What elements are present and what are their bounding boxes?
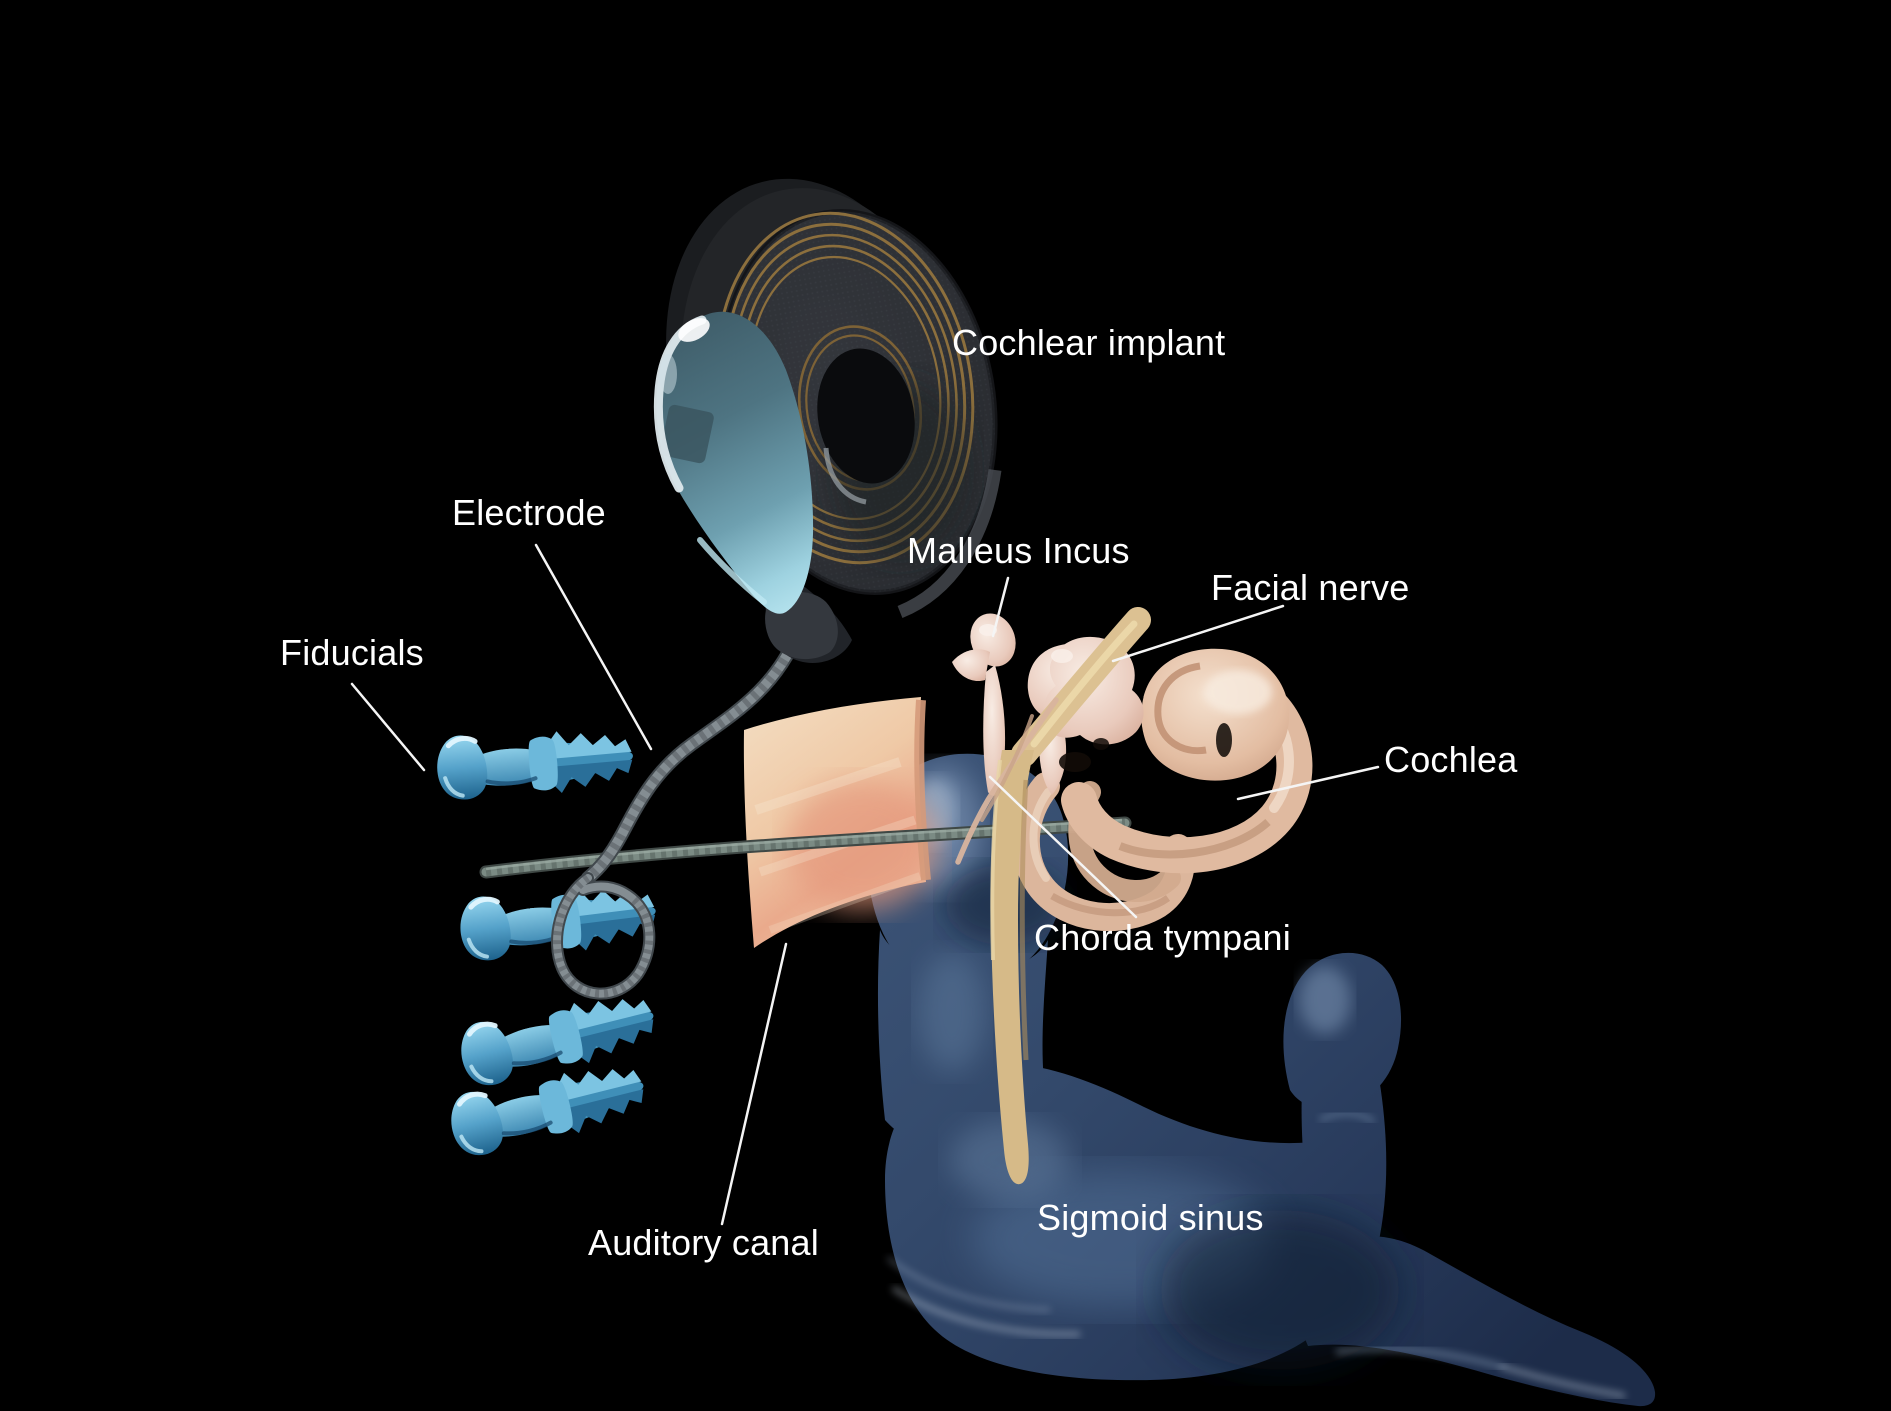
cochlear-implant-device [653, 178, 1002, 663]
implant-receiver [653, 311, 814, 614]
label-facial-nerve: Facial nerve [1211, 567, 1410, 608]
cochlea-leader-line [1236, 765, 1380, 801]
cochlea-structure [1011, 648, 1313, 932]
label-auditory-canal: Auditory canal [588, 1222, 819, 1263]
electrode-cable [479, 623, 1132, 1000]
label-sigmoid-sinus: Sigmoid sinus [1037, 1197, 1264, 1238]
fiducials-leader-line [350, 682, 426, 772]
label-cochlea: Cochlea [1384, 739, 1518, 780]
label-chorda-tympani: Chorda tympani [1034, 917, 1291, 958]
chorda-tympani-structure [955, 697, 1059, 865]
facial-nerve-leader-line [1111, 604, 1285, 663]
implant-magnet-hole [817, 348, 915, 484]
leader-lines [350, 543, 1380, 1226]
fiducial-screws [434, 721, 660, 1163]
label-malleus-incus: Malleus Incus [907, 530, 1130, 571]
chorda-tympani-leader-line [988, 775, 1138, 919]
fiducial-screw-1 [434, 721, 635, 804]
label-electrode: Electrode [452, 492, 606, 533]
implant-coil [715, 208, 1002, 619]
malleus-incus-leader-line [991, 576, 1010, 638]
auditory-canal-leader-line [720, 942, 788, 1226]
label-fiducials: Fiducials [280, 632, 424, 673]
label-cochlear-implant: Cochlear implant [952, 322, 1226, 363]
electrode-leader-line [534, 543, 653, 751]
